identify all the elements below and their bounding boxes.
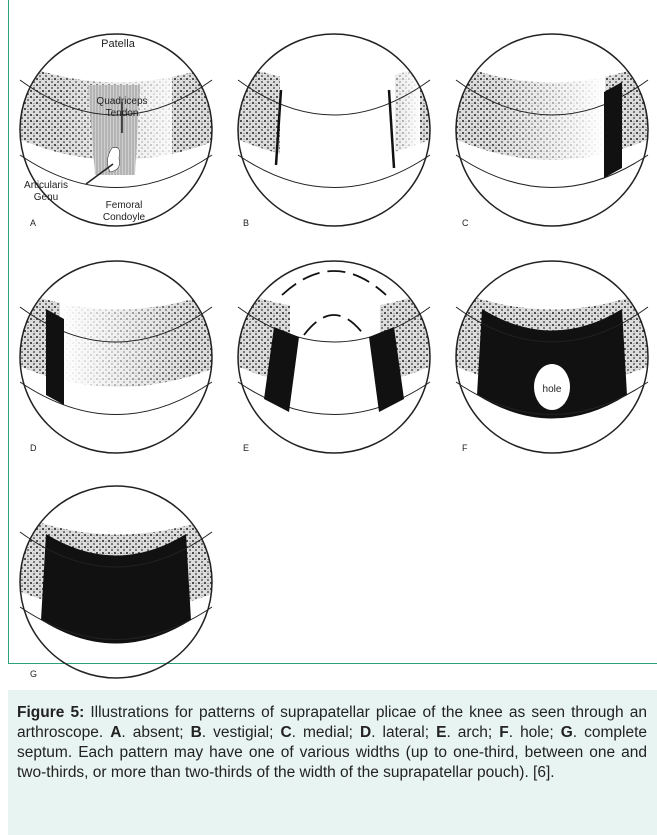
femoral-label-line2: Condoyle	[103, 212, 146, 223]
panel-letter-e: E	[243, 443, 249, 453]
panel-d	[0, 261, 240, 453]
caption-item-letter: C	[280, 724, 291, 741]
figure-caption: Figure 5: Illustrations for patterns of …	[17, 703, 647, 783]
caption-item-text: . hole;	[509, 724, 561, 741]
caption-item-letter: A	[110, 724, 121, 741]
panel-e	[218, 261, 450, 453]
quadriceps-label-line1: Quadriceps	[96, 96, 147, 107]
caption-item-text: . medial;	[292, 724, 360, 741]
caption-item-letter: G	[561, 724, 573, 741]
caption-item-text: . vestigial;	[202, 724, 281, 741]
panel-letter-c: C	[462, 218, 469, 228]
panel-b	[218, 34, 450, 226]
caption-item-letter: B	[191, 724, 202, 741]
patella-label: Patella	[101, 38, 136, 50]
articularis-label-line1: Articularis	[24, 180, 68, 191]
panel-letter-a: A	[30, 218, 36, 228]
articularis-label-line2: Genu	[34, 192, 58, 203]
caption-item-letter: E	[436, 724, 446, 741]
femoral-label-line1: Femoral	[106, 200, 143, 211]
panel-g	[0, 486, 240, 678]
caption-item-text: . lateral;	[371, 724, 436, 741]
panel-letter-g: G	[30, 669, 37, 679]
panel-letter-d: D	[30, 443, 37, 453]
hole-label: hole	[543, 384, 562, 395]
panel-letter-b: B	[243, 218, 249, 228]
caption-item-letter: D	[360, 724, 371, 741]
caption-item-letter: F	[499, 724, 508, 741]
caption-item-text: . arch;	[446, 724, 499, 741]
panel-c	[436, 34, 657, 226]
caption-outro: Each pattern may have one of various wid…	[17, 744, 647, 781]
quadriceps-label-line2: Tendon	[106, 108, 139, 119]
panel-letter-f: F	[462, 443, 468, 453]
caption-item-text: . absent;	[121, 724, 190, 741]
figure-label: Figure 5:	[17, 704, 84, 721]
arthroscopic-illustration: Patella Quadriceps Tendon Articularis Ge…	[0, 0, 657, 690]
panel-f	[436, 261, 657, 453]
